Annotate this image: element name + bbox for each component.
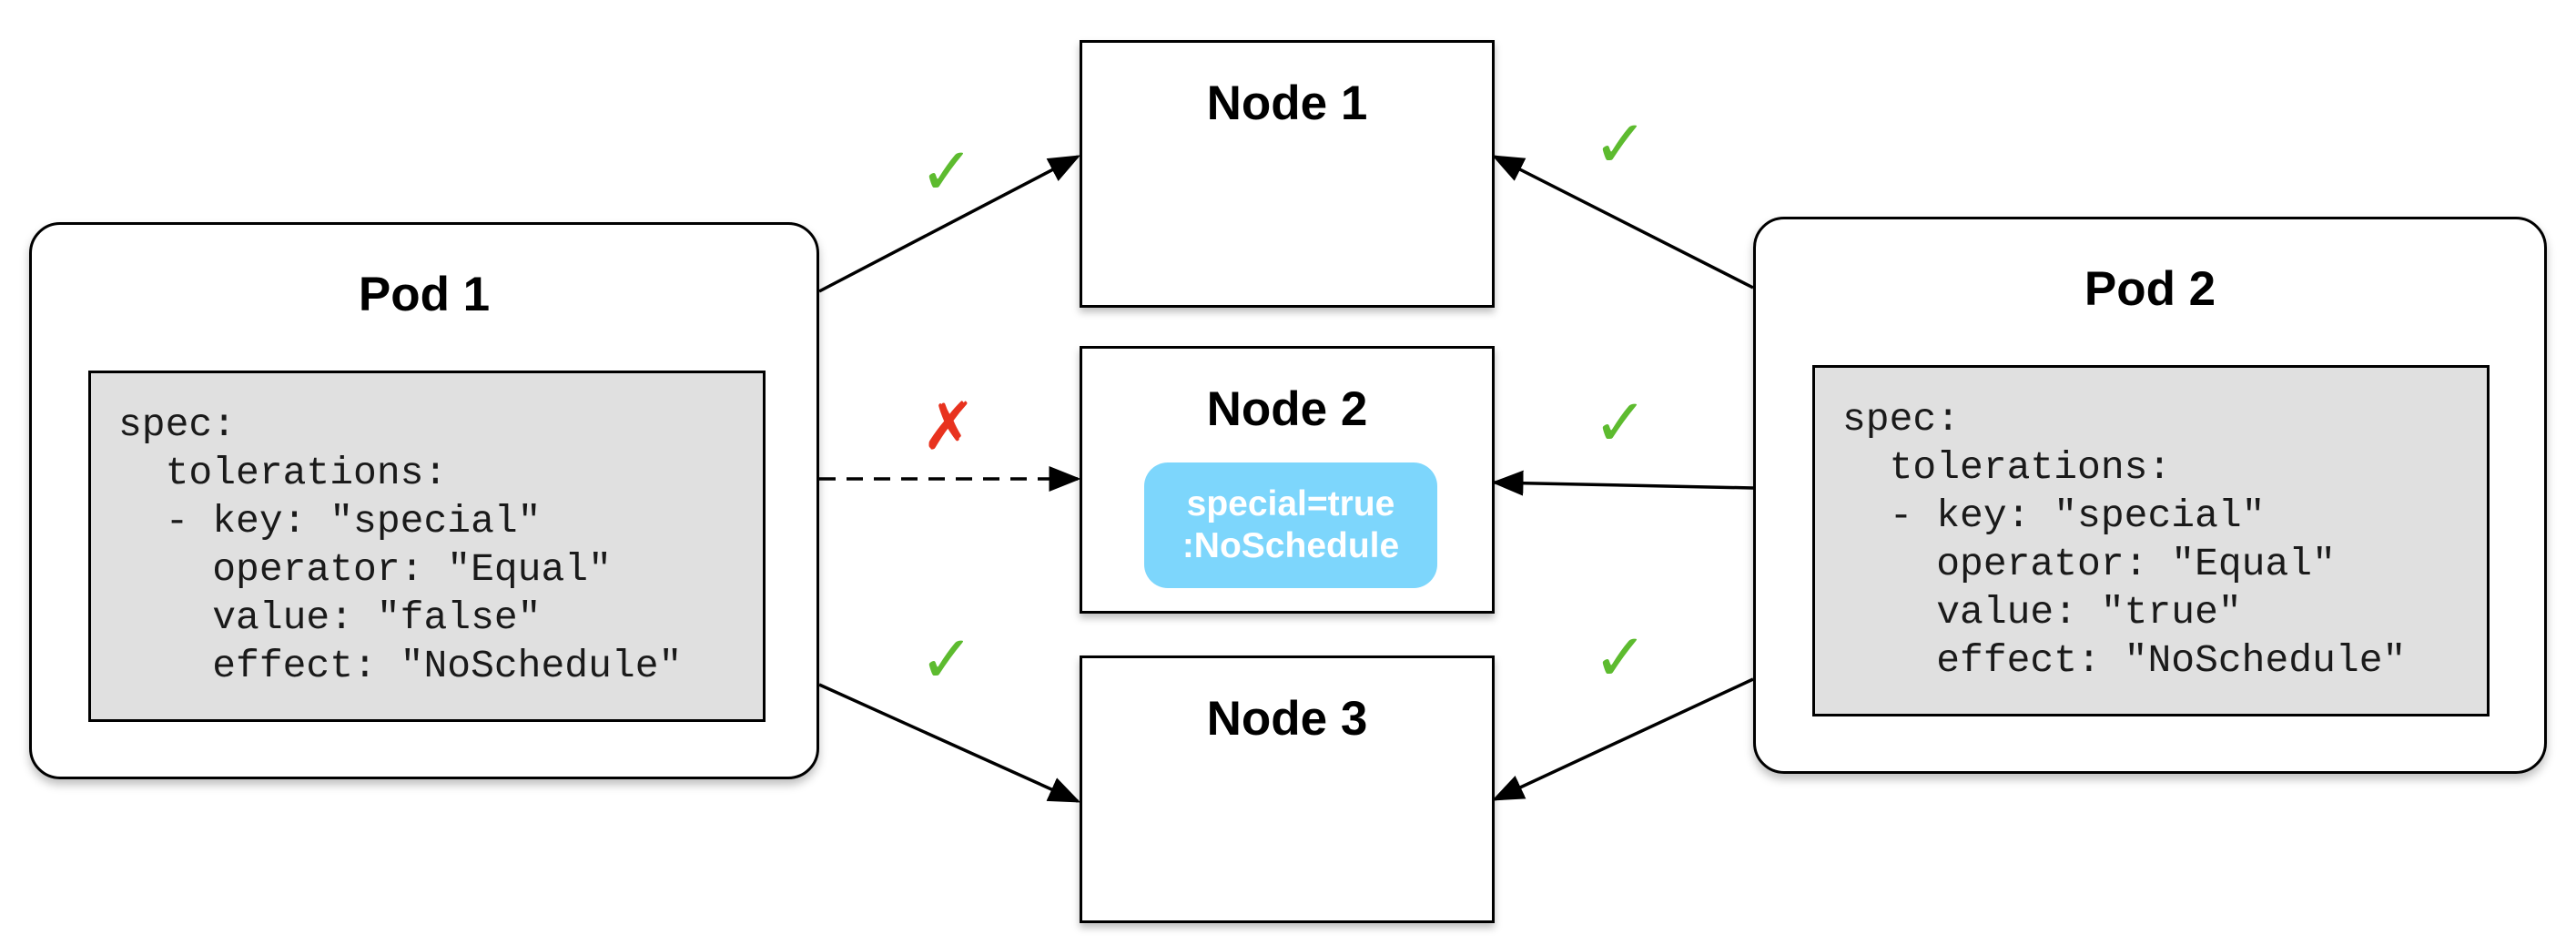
- node-2-box: Node 2 special=true :NoSchedule: [1080, 346, 1495, 614]
- arrow-pod2-node2: [1491, 470, 1754, 496]
- taint-effect: :NoSchedule: [1182, 526, 1400, 565]
- node-3-box: Node 3: [1080, 655, 1495, 923]
- taint-key-value: special=true: [1186, 484, 1395, 523]
- pod-2-spec-code: spec: tolerations: - key: "special" oper…: [1812, 365, 2490, 716]
- node-2-taint-badge: special=true :NoSchedule: [1144, 462, 1437, 588]
- check-icon-pod1-node1: ✓: [919, 133, 975, 209]
- arrow-pod2-node3: [1491, 677, 1754, 801]
- node-1-title: Node 1: [1206, 76, 1368, 130]
- cross-icon-pod1-node2: ✗: [921, 388, 977, 464]
- pod-1-title: Pod 1: [358, 268, 491, 321]
- node-3-title: Node 3: [1206, 692, 1368, 746]
- check-icon-pod2-node1: ✓: [1593, 106, 1648, 182]
- node-1-box: Node 1: [1080, 40, 1495, 308]
- arrow-pod1-node1: [818, 155, 1081, 293]
- check-icon-pod2-node3: ✓: [1593, 619, 1648, 696]
- pod-2-box: Pod 2 spec: tolerations: - key: "special…: [1753, 217, 2547, 774]
- check-icon-pod2-node2: ✓: [1593, 384, 1648, 461]
- arrow-pod2-node1: [1491, 155, 1754, 290]
- pod-2-title: Pod 2: [2084, 262, 2216, 316]
- check-icon-pod1-node3: ✓: [919, 621, 975, 697]
- pod-1-spec-code: spec: tolerations: - key: "special" oper…: [88, 371, 766, 722]
- node-2-title: Node 2: [1206, 382, 1368, 436]
- pod-1-box: Pod 1 spec: tolerations: - key: "special…: [29, 222, 819, 779]
- arrow-pod1-node3: [818, 683, 1081, 803]
